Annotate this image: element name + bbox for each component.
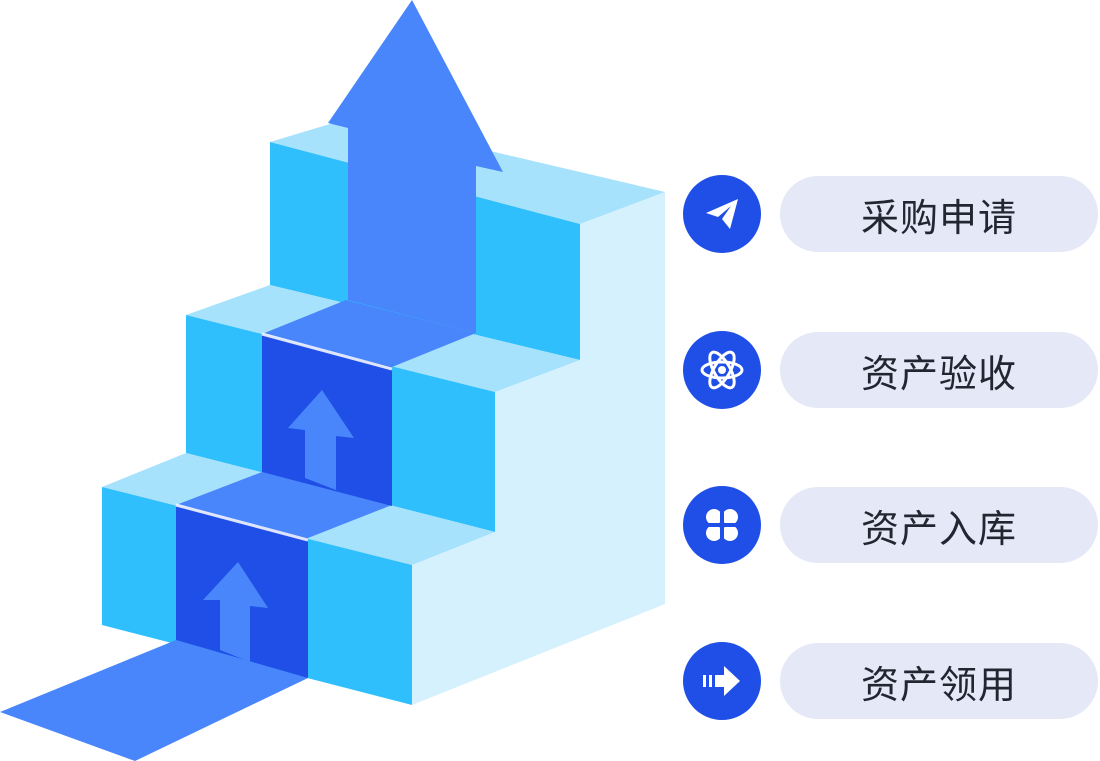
step-label: 采购申请 bbox=[860, 195, 1017, 240]
step-label: 资产验收 bbox=[860, 351, 1017, 396]
arrow-right-icon bbox=[683, 642, 761, 720]
staircase-illustration bbox=[0, 0, 665, 761]
step-item: 资产领用 bbox=[680, 641, 1100, 721]
step-item: 资产入库 bbox=[680, 485, 1100, 565]
step-label-pill: 资产验收 bbox=[780, 332, 1098, 408]
step-label-pill: 采购申请 bbox=[780, 176, 1098, 252]
step-list: 采购申请 资产验收 bbox=[680, 0, 1100, 761]
step-label: 资产入库 bbox=[860, 506, 1017, 551]
four-petal-icon bbox=[683, 486, 761, 564]
step-item: 采购申请 bbox=[680, 174, 1100, 254]
small-arrow-middle bbox=[288, 390, 354, 490]
middle-groove-highlight bbox=[261, 332, 393, 371]
middle-groove-top bbox=[262, 300, 476, 367]
ground-path bbox=[0, 640, 308, 761]
step-item: 资产验收 bbox=[680, 330, 1100, 410]
paper-plane-icon bbox=[683, 175, 761, 253]
bottom-groove-top bbox=[176, 472, 392, 538]
big-up-arrow bbox=[328, 0, 503, 333]
small-arrow-bottom bbox=[203, 562, 268, 662]
step-label-pill: 资产领用 bbox=[780, 643, 1098, 719]
stair-side-face bbox=[412, 192, 665, 705]
bottom-groove-highlight bbox=[175, 503, 309, 542]
atom-icon bbox=[683, 331, 761, 409]
step-label-pill: 资产入库 bbox=[780, 487, 1098, 563]
step-label: 资产领用 bbox=[860, 662, 1017, 707]
